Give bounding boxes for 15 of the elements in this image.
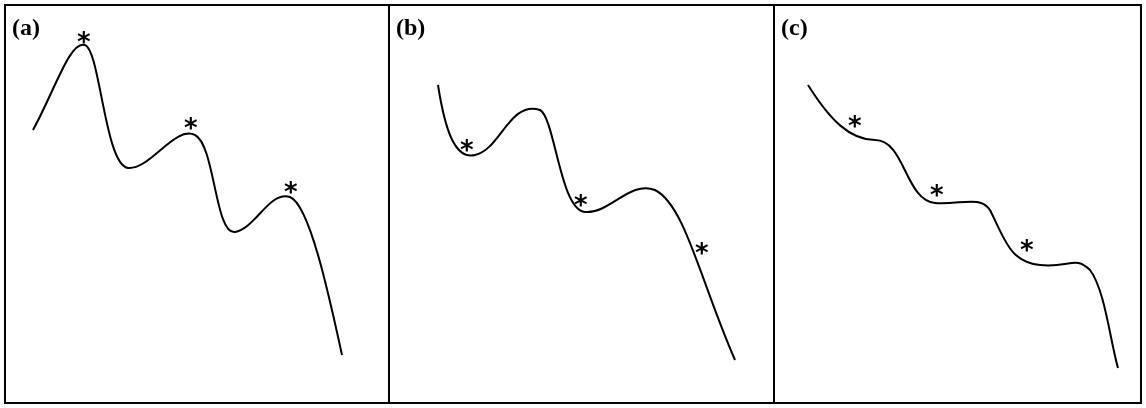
asterisk-mark: * <box>574 195 588 211</box>
asterisk-mark: * <box>184 118 198 134</box>
panel-label: (b) <box>396 14 426 40</box>
asterisk-mark: * <box>930 185 944 201</box>
panel <box>388 4 775 404</box>
asterisk-mark: * <box>1020 240 1034 256</box>
asterisk-mark: * <box>460 140 474 156</box>
panel <box>773 4 1142 404</box>
asterisk-mark: * <box>77 32 91 48</box>
asterisk-mark: * <box>695 243 709 259</box>
panel <box>4 4 390 404</box>
panel-label: (a) <box>12 14 40 40</box>
panel-label: (c) <box>781 14 808 40</box>
asterisk-mark: * <box>848 116 862 132</box>
asterisk-mark: * <box>284 182 298 198</box>
